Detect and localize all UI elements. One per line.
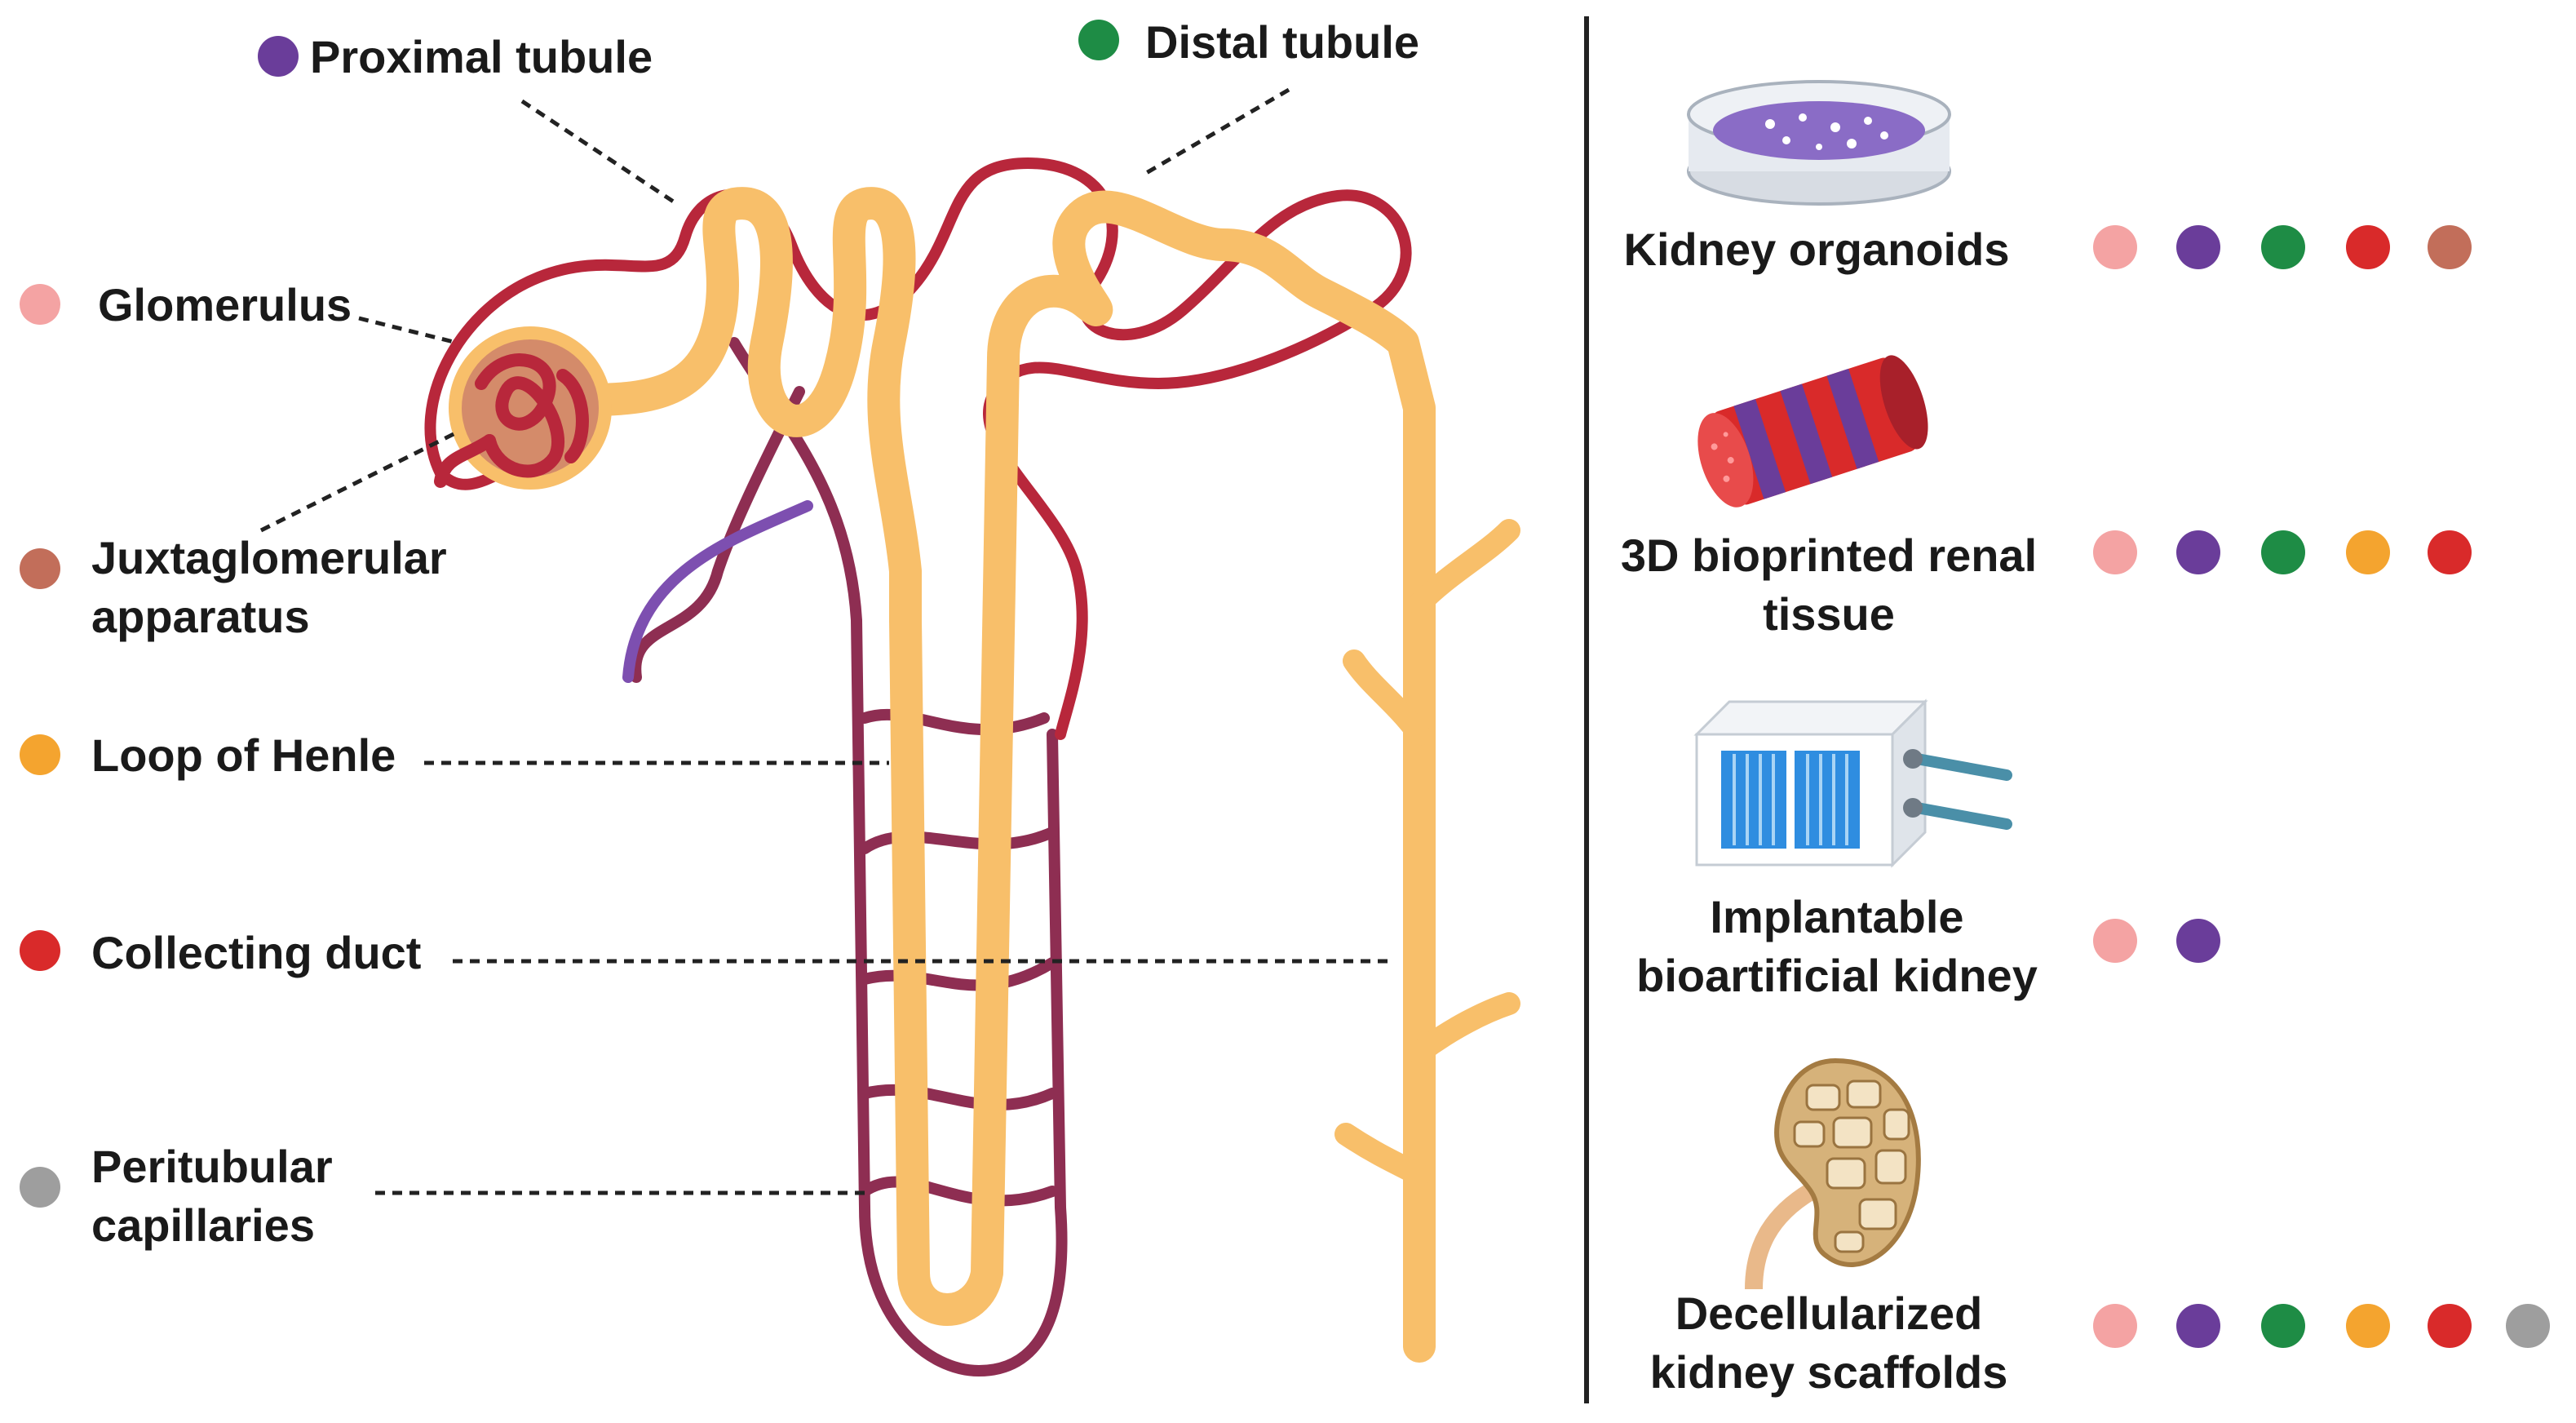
component-dot [2261, 1304, 2305, 1348]
distal-tubule-label: Distal tubule [1145, 16, 1420, 68]
renal-tubule [571, 187, 1436, 1363]
component-dot [2428, 1304, 2472, 1348]
glomerulus-capsule [434, 326, 612, 490]
loop-of-henle-label: Loop of Henle [91, 729, 396, 781]
kidney-scaffold-icon [1745, 1057, 1921, 1289]
juxtaglomerular-label-line2: apparatus [91, 591, 310, 642]
bioprinted-tissue-label-line2: tissue [1763, 588, 1895, 640]
component-dot [2261, 530, 2305, 574]
peritubular-label-line1: Peritubular [91, 1141, 333, 1192]
bioartificial-device-icon [1693, 698, 2012, 868]
proximal-tubule-dot [258, 36, 299, 77]
bioprinted-tissue-icon [1697, 355, 1928, 508]
collecting-duct-branches [1334, 519, 1520, 1186]
nephron-diagram [259, 87, 1520, 1377]
petri-dish-icon [1687, 80, 1951, 206]
component-dot [2093, 919, 2137, 963]
vertical-divider [1584, 16, 1589, 1403]
component-dot [2176, 225, 2220, 269]
collecting-duct-dot [20, 930, 60, 971]
juxtaglomerular-label-line1: Juxtaglomerular [91, 532, 447, 583]
proximal-tubule-label: Proximal tubule [310, 31, 653, 82]
glomerulus-dot [20, 284, 60, 325]
component-dot [2346, 225, 2390, 269]
peritubular-branch [622, 500, 813, 683]
component-dot [2428, 530, 2472, 574]
peritubular-capillaries [630, 337, 1068, 1377]
component-dot [2428, 225, 2472, 269]
collecting-duct-label: Collecting duct [91, 927, 422, 978]
component-dot [2346, 530, 2390, 574]
loop-of-henle-dot [20, 734, 60, 775]
component-dot [2176, 530, 2220, 574]
juxtaglomerular-dot [20, 548, 60, 589]
component-dot [2093, 225, 2137, 269]
component-dot [2093, 1304, 2137, 1348]
bioprinted-tissue-label-line1: 3D bioprinted renal [1620, 530, 2038, 581]
distal-tubule-dot [1078, 20, 1119, 60]
peritubular-label-line2: capillaries [91, 1199, 315, 1251]
component-dot [2506, 1304, 2550, 1348]
decellularized-scaffold-label-line1: Decellularized [1675, 1288, 1983, 1339]
component-dot [2261, 225, 2305, 269]
component-dot [2176, 1304, 2220, 1348]
component-dot [2176, 919, 2220, 963]
glomerulus-label: Glomerulus [98, 279, 352, 330]
bioartificial-kidney-label-line2: bioartificial kidney [1636, 950, 2038, 1001]
bioartificial-kidney-label-line1: Implantable [1710, 891, 1964, 942]
leader-lines [259, 87, 1395, 1195]
kidney-organoids-label: Kidney organoids [1623, 224, 2010, 275]
component-dot [2093, 530, 2137, 574]
component-dot [2346, 1304, 2390, 1348]
peritubular-dot [20, 1167, 60, 1208]
decellularized-scaffold-label-line2: kidney scaffolds [1649, 1346, 2008, 1398]
